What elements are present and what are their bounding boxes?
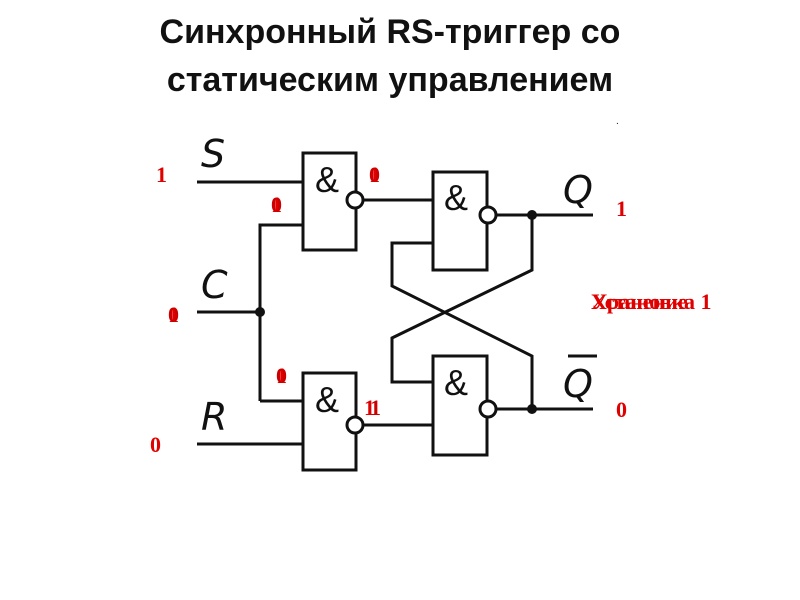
- marker-dot: .: [616, 116, 619, 127]
- wire-c-split: [258, 223, 303, 401]
- value-g2-c-in-a: 1: [276, 363, 287, 388]
- gate-symbol-2: &: [315, 379, 339, 420]
- output-label-q-bar: Q: [563, 362, 593, 406]
- value-g1-out-a: 1: [369, 162, 380, 187]
- value-q-bar: 0: [616, 397, 627, 422]
- inversion-bubble-4: [478, 399, 498, 419]
- page-title: Синхронный RS-триггер со статическим упр…: [0, 8, 780, 104]
- value-c-a: 1: [168, 302, 179, 327]
- output-label-q: Q: [563, 168, 593, 212]
- mode-label-storage: Хранение: [591, 289, 688, 314]
- value-g2-c-in-b: 0: [276, 363, 287, 388]
- value-q: 1: [616, 196, 627, 221]
- wire-feedback-q: [390, 215, 534, 384]
- value-c-b: 0: [168, 302, 179, 327]
- input-label-r: R: [201, 395, 227, 439]
- gate-symbol-3: &: [444, 177, 468, 218]
- title-line-2: статическим управлением: [166, 61, 614, 99]
- input-label-s: S: [201, 132, 225, 176]
- gate-symbol-1: &: [315, 159, 339, 200]
- title-line-1: Синхронный RS-триггер со: [159, 13, 621, 51]
- value-g1-c-in-b: 0: [271, 192, 282, 217]
- value-g2-out-b: 1: [370, 395, 381, 420]
- value-s: 1: [156, 162, 167, 187]
- junction-c: [255, 307, 265, 317]
- inversion-bubble-3: [478, 205, 498, 225]
- mode-label-set: Установка 1: [591, 289, 711, 314]
- inversion-bubble-1: [345, 190, 365, 210]
- input-label-c: C: [201, 263, 228, 307]
- value-g1-c-in-a: 1: [271, 192, 282, 217]
- value-g1-out-b: 0: [369, 162, 380, 187]
- wire-feedback-q-bar: [390, 241, 534, 409]
- nand-gate-4: [431, 354, 489, 457]
- inversion-bubble-2: [345, 415, 365, 435]
- value-g2-out-a: 1: [364, 395, 375, 420]
- gate-symbol-4: &: [444, 362, 468, 403]
- value-r: 0: [150, 432, 161, 457]
